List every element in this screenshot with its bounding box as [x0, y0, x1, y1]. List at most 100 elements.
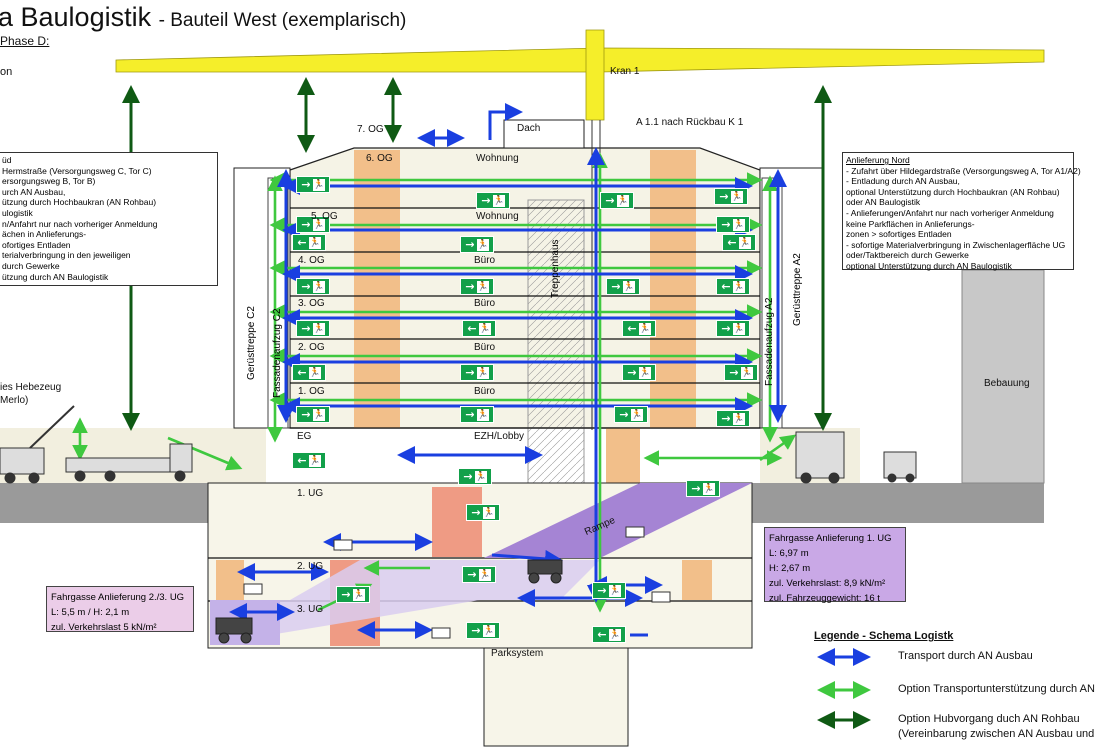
emergency-exit-icon: ←🏃 — [462, 320, 496, 337]
fahrgasse-ug23-title: Fahrgasse Anlieferung 2./3. UG — [51, 592, 185, 603]
emergency-exit-icon: ←🏃 — [292, 364, 326, 381]
delivery-south-line: ützung durch AN Baulogistik — [2, 271, 109, 282]
fahrgasse-ug23-line: zul. Verkehrslast 5 kN/m² — [51, 622, 157, 633]
title-main: a Baulogistik — [0, 2, 152, 32]
top-left-fragment: on — [0, 66, 13, 78]
delivery-south-line: ulogistik — [2, 207, 33, 218]
emergency-exit-icon: ←🏃 — [592, 626, 626, 643]
emergency-exit-icon: →🏃 — [458, 468, 492, 485]
delivery-north-line: - Anlieferungen/Anfahrt nur nach vorheri… — [846, 207, 1054, 218]
delivery-south-line: üd — [2, 155, 12, 165]
roof-structure — [503, 119, 585, 149]
floor-use-1og: Büro — [474, 386, 496, 397]
emergency-exit-icon: →🏃 — [724, 364, 758, 381]
emergency-exit-icon: →🏃 — [606, 278, 640, 295]
floor-use-4og: Büro — [474, 255, 496, 266]
phase-label: Phase D: — [0, 34, 50, 48]
legend-item-blue: Transport durch AN Ausbau — [898, 650, 1033, 662]
delivery-south-line: ützung durch Hochbaukran (AN Rohbau) — [2, 197, 157, 208]
neighbor-building-label: Bebauung — [984, 378, 1030, 389]
floor-label-6og: 6. OG — [366, 153, 393, 164]
emergency-exit-icon: →🏃 — [462, 566, 496, 583]
fahrgasse-ug1-title: Fahrgasse Anlieferung 1. UG — [769, 533, 892, 544]
fahrgasse-ug1-line: H: 2,67 m — [769, 563, 811, 574]
lift-right-label: Fassadenaufzug A2 — [764, 297, 775, 386]
emergency-exit-icon: →🏃 — [686, 480, 720, 497]
floor-label-ug2: 2. UG — [297, 561, 324, 572]
floor-use-eg: EZH/Lobby — [474, 431, 525, 442]
emergency-exit-icon: →🏃 — [296, 216, 330, 233]
fahrgasse-ug1-box: Fahrgasse Anlieferung 1. UG L: 6,97 m H:… — [764, 527, 906, 604]
emergency-exit-icon: →🏃 — [296, 176, 330, 193]
mobile-lift-line1: ies Hebezeug — [0, 382, 62, 393]
floor-label-2og: 2. OG — [298, 342, 325, 353]
floor-use-5og: Wohnung — [476, 211, 519, 222]
telehandler-ug3 — [215, 617, 253, 644]
legend-title: Legende - Schema Logistk — [814, 630, 954, 642]
pallet-jacks — [243, 526, 671, 639]
delivery-north-box: Anlieferung Nord - Zufahrt über Hildegar… — [842, 152, 1081, 271]
emergency-exit-icon: →🏃 — [592, 582, 626, 599]
emergency-exit-icon: →🏃 — [600, 192, 634, 209]
floor-label-7og: 7. OG — [357, 124, 384, 135]
parking-label: Parksystem — [491, 648, 544, 659]
truck-north — [795, 431, 845, 484]
van-north — [883, 451, 917, 483]
fahrgasse-ug23-line: L: 5,5 m / H: 2,1 m — [51, 607, 130, 618]
emergency-exit-icon: →🏃 — [460, 364, 494, 381]
legend-item-green: Option Transportunterstützung durch AN — [898, 683, 1095, 695]
floor-label-ug1: 1. UG — [297, 488, 324, 499]
fahrgasse-ug1-line: zul. Fahrzeuggewicht: 16 t — [769, 593, 880, 604]
scaffold-right-label: Gerüsttreppe A2 — [792, 253, 803, 326]
floor-use-2og: Büro — [474, 342, 496, 353]
mobile-crane — [0, 405, 75, 484]
floor-label-ug3: 3. UG — [297, 604, 324, 615]
emergency-exit-icon: →🏃 — [714, 188, 748, 205]
emergency-exit-icon: →🏃 — [466, 622, 500, 639]
floor-use-6og: Wohnung — [476, 153, 519, 164]
delivery-south-line: Hermstraße (Versorgungsweg C, Tor C) — [2, 165, 152, 176]
emergency-exit-icon: →🏃 — [716, 320, 750, 337]
ground-left — [0, 483, 208, 523]
truck-south — [65, 443, 193, 482]
emergency-exit-icon: →🏃 — [296, 278, 330, 295]
page-title: a Baulogistik - Bauteil West (exemplaris… — [0, 2, 406, 33]
title-sub: - Bauteil West (exemplarisch) — [158, 10, 407, 31]
scaffold-left-label: Gerüsttreppe C2 — [246, 306, 257, 380]
emergency-exit-icon: →🏃 — [460, 278, 494, 295]
delivery-south-line: terialverbringung in den jeweiligen — [2, 250, 131, 261]
floor-label-3og: 3. OG — [298, 298, 325, 309]
legend-arrows — [817, 648, 871, 729]
emergency-exit-icon: →🏃 — [336, 586, 370, 603]
emergency-exit-icon: →🏃 — [460, 406, 494, 423]
red-column-1 — [432, 487, 482, 557]
emergency-exit-icon: →🏃 — [296, 406, 330, 423]
roof-label: Dach — [517, 123, 541, 134]
emergency-exit-icon: ←🏃 — [716, 278, 750, 295]
delivery-north-line: oder/Taktbereich durch Gewerke — [846, 250, 969, 261]
emergency-exit-icon: →🏃 — [476, 192, 510, 209]
delivery-north-line: oder AN Baulogistik — [846, 197, 921, 208]
annotation-a11: A 1.1 nach Rückbau K 1 — [636, 117, 744, 128]
stair-label: Treppenhaus — [550, 239, 561, 298]
delivery-south-line: urch AN Ausbau, — [2, 186, 66, 197]
emergency-exit-icon: →🏃 — [716, 216, 750, 233]
stair-core — [527, 199, 585, 486]
emergency-exit-icon: →🏃 — [466, 504, 500, 521]
emergency-exit-icon: →🏃 — [296, 320, 330, 337]
delivery-north-line: - Entladung durch AN Ausbau, — [846, 176, 960, 187]
emergency-exit-icon: ←🏃 — [292, 234, 326, 251]
neighbor-building — [961, 269, 1045, 484]
delivery-north-line: zonen > sofortiges Entladen — [846, 229, 952, 240]
floor-label-4og: 4. OG — [298, 255, 325, 266]
ramp-ug23 — [210, 560, 600, 645]
delivery-north-line: optional Unterstützung durch AN Baulogis… — [846, 260, 1012, 271]
delivery-north-line: optional Unterstützung durch Hochbaukran… — [846, 186, 1060, 197]
emergency-exit-icon: →🏃 — [716, 410, 750, 427]
column-right — [650, 150, 696, 428]
delivery-south-line: ächen in Anlieferungs- — [2, 229, 87, 240]
floor-use-3og: Büro — [474, 298, 496, 309]
floor-label-1og: 1. OG — [298, 386, 325, 397]
